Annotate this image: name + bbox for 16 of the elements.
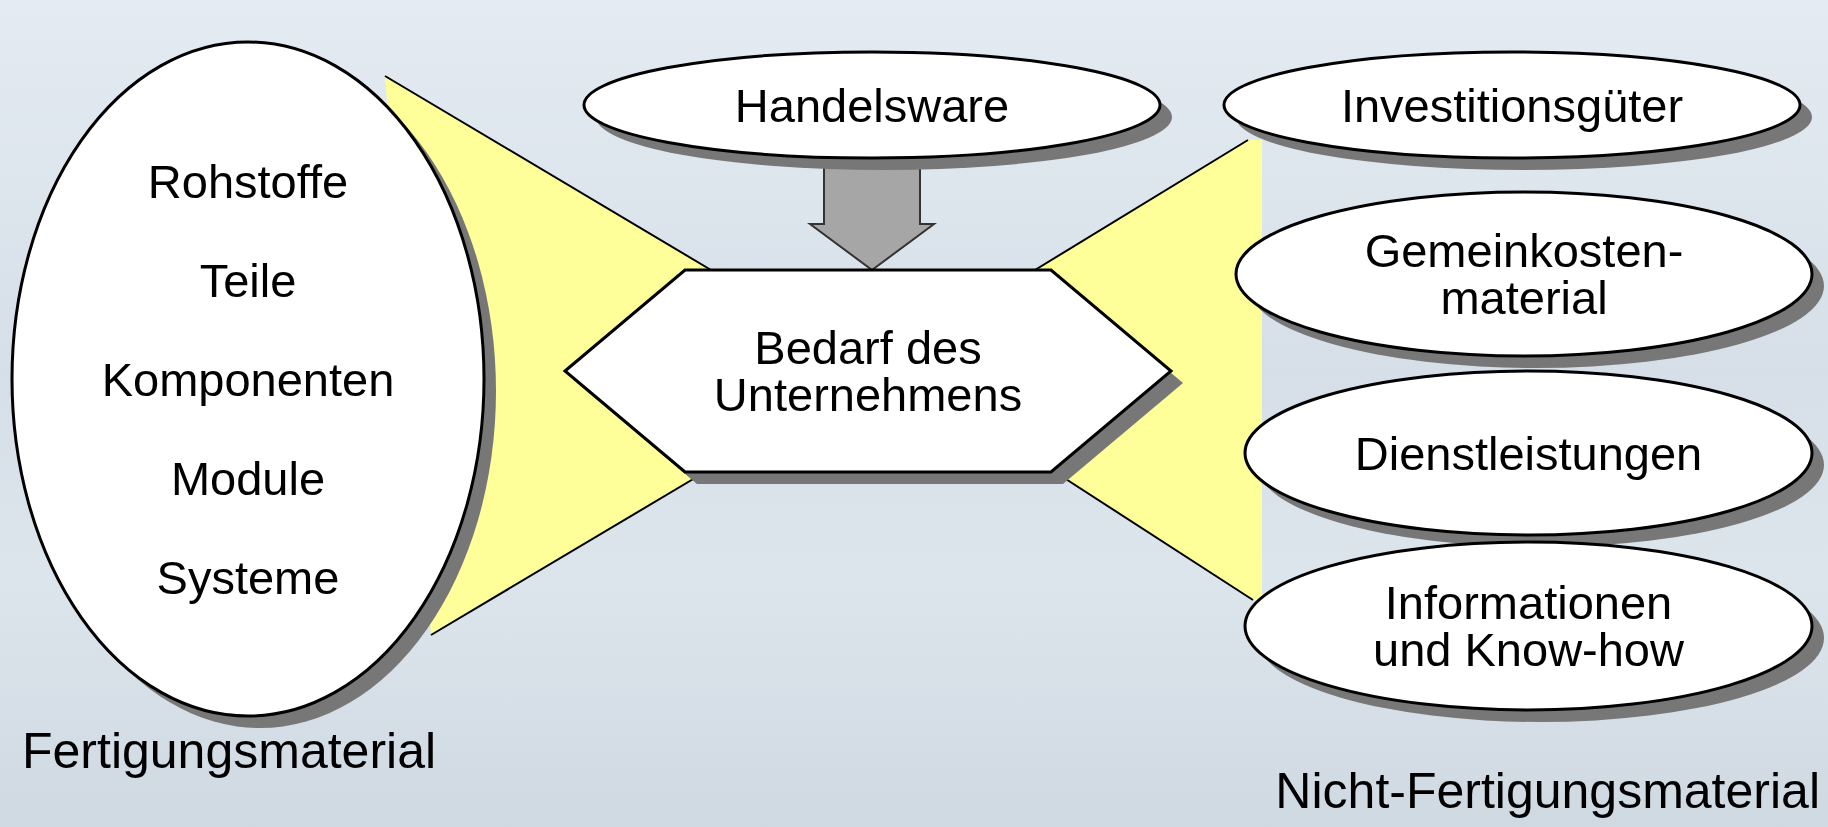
node-label: Module (170, 454, 326, 502)
hexagon-node (563, 268, 1185, 486)
node-label: Bedarf des Unternehmens (712, 324, 1024, 418)
node-label: Gemeinkosten- material (1363, 227, 1685, 321)
node-label: Teile (199, 256, 297, 304)
node-label: Handelsware (734, 81, 1010, 129)
caption-label: Fertigungsmaterial (22, 722, 437, 780)
funnel-shape (1034, 139, 1262, 601)
ellipse-node (1234, 190, 1826, 370)
ellipse-node (1243, 540, 1826, 724)
group-label: Nicht-Fertigungsmaterial (1275, 762, 1820, 820)
node-label: Rohstoffe (147, 157, 349, 205)
ellipse-node (1222, 50, 1814, 172)
ellipse-node (582, 50, 1174, 172)
ellipse-node (10, 40, 498, 730)
node-label: Informationen und Know-how (1372, 579, 1685, 673)
